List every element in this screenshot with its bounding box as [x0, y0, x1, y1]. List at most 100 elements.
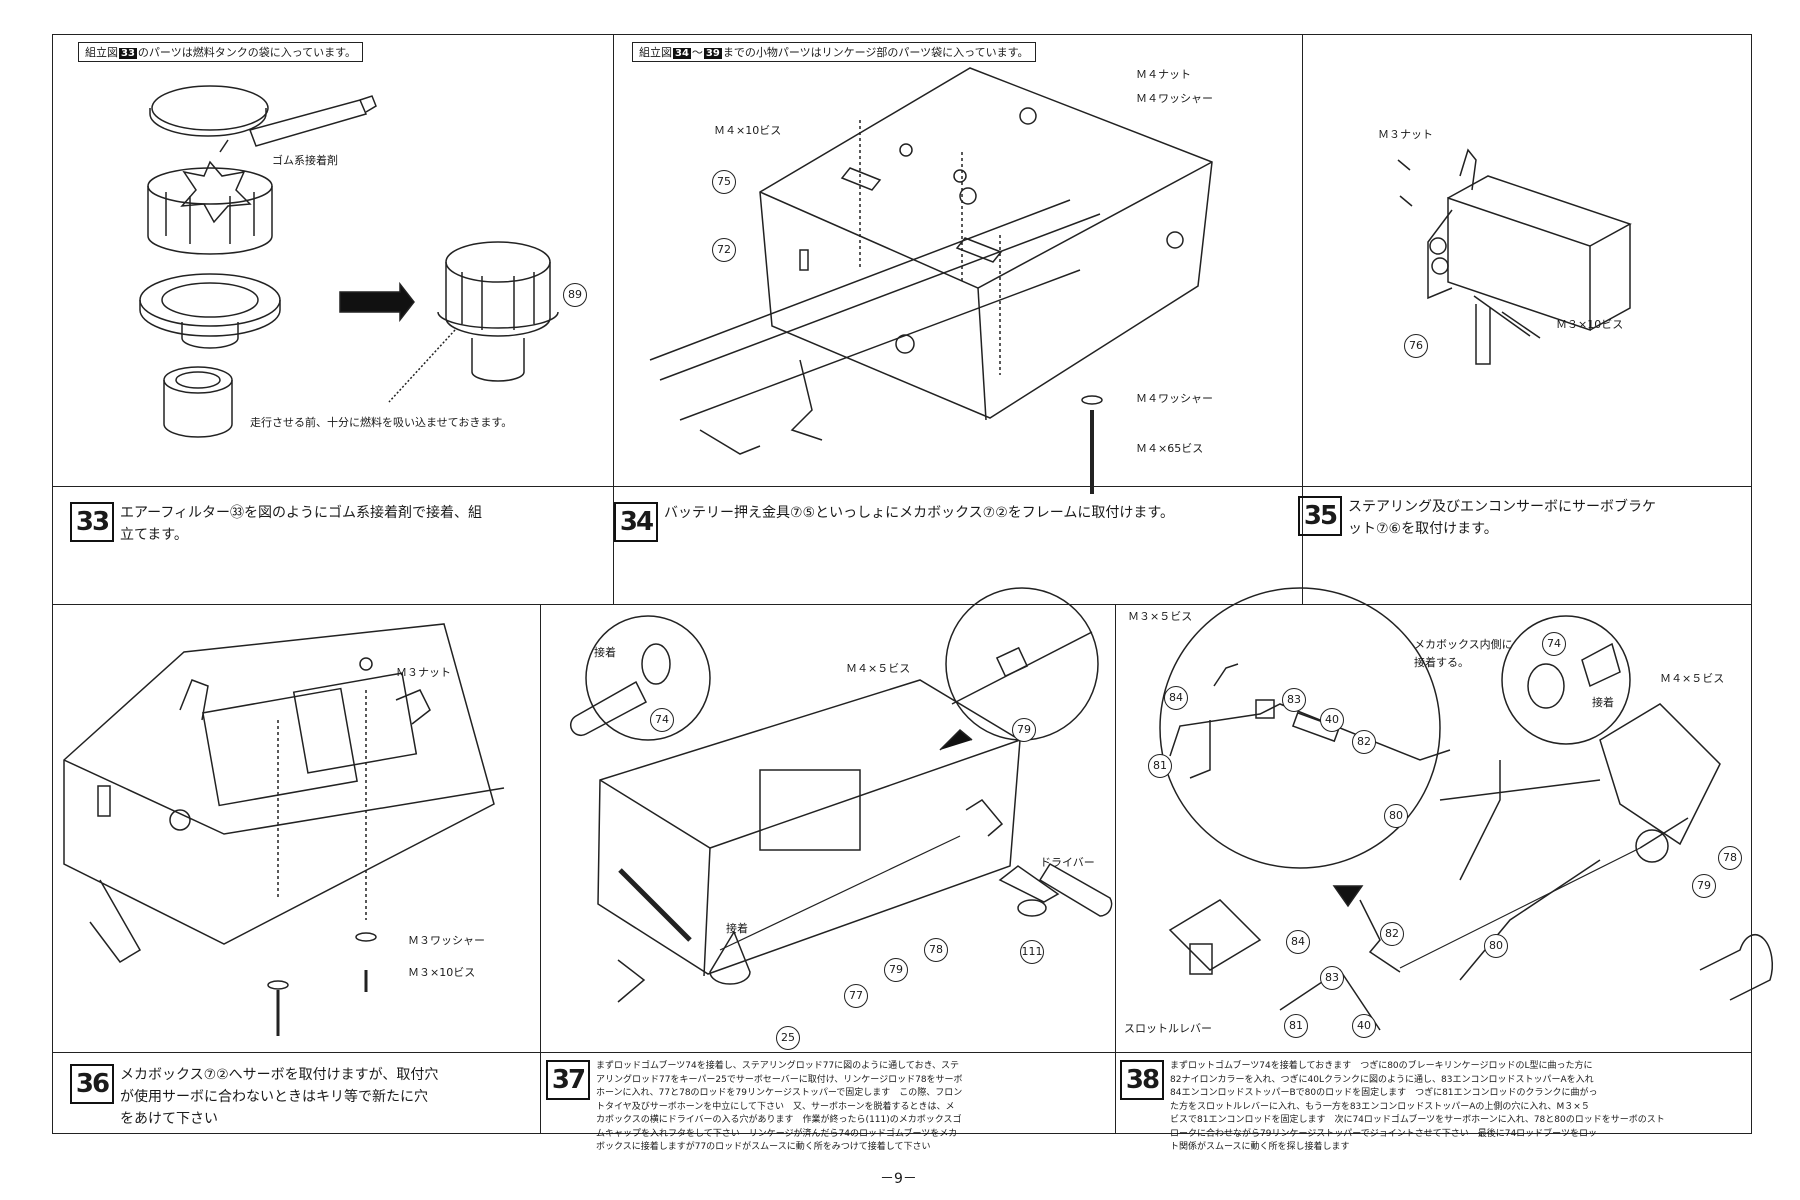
servo-bracket-drawing-35: [1397, 148, 1632, 365]
step-37-line-2: アリングロッド77をキーパー25でサーボセーバーに取付け、リンケージロッド78を…: [596, 1074, 963, 1085]
step-36-number: 36: [70, 1064, 114, 1104]
step-35-text: ステアリング及びエンコンサーボにサーボブラケ ット⑦⑥を取付けます。: [1348, 496, 1656, 540]
step-38-line-3: 84エンコンロッドストッパーBで80のロッドを固定します つぎに81エンコンロッ…: [1170, 1088, 1598, 1098]
row-divider: [52, 604, 1752, 605]
step-37-line-7: ボックスに接着しますが77のロッドがスムースに動く所をみつけて接着して下さい: [596, 1142, 931, 1152]
col-divider-bottom-1: [540, 604, 541, 1134]
step-37-line-5: カボックスの横にドライバーの入る穴があります 作業が終ったら(111)のメカボッ…: [596, 1115, 962, 1125]
part-40-38a: 40: [1320, 708, 1344, 732]
note-33-ref: 33: [119, 48, 137, 59]
note-33-body: のパーツは燃料タンクの袋に入っています。: [137, 46, 357, 59]
label-fuel-note: 走行させる前、十分に燃料を吸い込ませておきます。: [250, 416, 513, 429]
step-38-line-2: 82ナイロンカラーを入れ、つぎに40Lクランクに図のように通し、83エンコンロッ…: [1170, 1074, 1594, 1085]
step-36-text: メカボックス⑦②へサーボを取付けますが、取付穴 が使用サーボに合わないときはキリ…: [120, 1064, 438, 1130]
part-75: 75: [712, 170, 736, 194]
step-38-line-5: ビスで81エンコンロッドを固定します 次に74ロッドゴムブーツをサーボホーンに入…: [1170, 1115, 1665, 1125]
page-number: －9－: [880, 1171, 917, 1187]
air-filter-parts-drawing: [139, 85, 559, 438]
step-35-line-2: ット⑦⑥を取付けます。: [1348, 521, 1498, 537]
note-34-body: までの小物パーツはリンケージ部のパーツ袋に入っています。: [722, 46, 1029, 59]
step-37: 37 まずロッドゴムブーツ74を接着し、ステアリングロッド77に図のように通して…: [546, 1060, 1111, 1152]
step-37-line-4: トタイヤ及びサーボホーンを中立にして下さい 又、サーボホーンを脱着するときは、メ: [596, 1101, 955, 1112]
step-37-text: まずロッドゴムブーツ74を接着し、ステアリングロッド77に図のように通しておき、…: [596, 1060, 963, 1155]
step-33-text: エアーフィルター㉝を図のようにゴム系接着剤で接着、組 立てます。: [120, 502, 482, 546]
part-25: 25: [776, 1026, 800, 1050]
label-glue-38: 接着: [1592, 696, 1614, 709]
part-79-37b: 79: [884, 958, 908, 982]
caption-rule-top: [52, 486, 1752, 487]
part-80-38b: 80: [1484, 934, 1508, 958]
step-37-line-1: まずロッドゴムブーツ74を接着し、ステアリングロッド77に図のように通しておき、…: [596, 1061, 960, 1071]
label-m4-washer-top: Ｍ４ワッシャー: [1136, 92, 1213, 105]
col-divider-bottom-2: [1115, 604, 1116, 1134]
step-35: 35 ステアリング及びエンコンサーボにサーボブラケ ット⑦⑥を取付けます。: [1298, 496, 1748, 556]
step-37-line-3: ホーンに入れ、77と78のロッドを79リンケージストッパーで固定します この際、…: [596, 1088, 963, 1098]
step-38-line-7: ト関係がスムースに動く所を探し接着します: [1170, 1142, 1350, 1152]
part-72: 72: [712, 238, 736, 262]
part-82-38a: 82: [1352, 730, 1376, 754]
part-78-38: 78: [1718, 846, 1742, 870]
caption-rule-bottom: [52, 1052, 1752, 1053]
part-79-38: 79: [1692, 874, 1716, 898]
step-35-number: 35: [1298, 496, 1342, 536]
step-36-line-2: が使用サーボに合わないときはキリ等で新たに穴: [120, 1089, 428, 1105]
part-82-38b: 82: [1380, 922, 1404, 946]
label-m4x5-screw-37: Ｍ４×５ビス: [846, 662, 911, 675]
part-76: 76: [1404, 334, 1428, 358]
part-81-38a: 81: [1148, 754, 1172, 778]
part-111: 111: [1020, 940, 1044, 964]
label-m4x5-screw-38: Ｍ４×５ビス: [1660, 672, 1725, 685]
note-33-prefix: 組立図: [85, 46, 118, 59]
label-glue-inside: 接着する。: [1414, 656, 1469, 669]
label-m4-washer-bottom: Ｍ４ワッシャー: [1136, 392, 1213, 405]
part-79-37a: 79: [1012, 718, 1036, 742]
label-throttle-lever: スロットルレバー: [1124, 1022, 1212, 1035]
part-89: 89: [563, 283, 587, 307]
mech-box-drawing-34: [649, 67, 1213, 494]
label-glue-37b: 接着: [726, 922, 748, 935]
step-34-line-1: バッテリー押え金具⑦⑤といっしょにメカボックス⑦②をフレームに取付けます。: [664, 505, 1174, 521]
step-33: 33 エアーフィルター㉝を図のようにゴム系接着剤で接着、組 立てます。: [70, 502, 590, 562]
step-38-text: まずロットゴムブーツ74を接着しておきます つぎに80のブレーキリンケージロッド…: [1170, 1060, 1665, 1155]
step-35-line-1: ステアリング及びエンコンサーボにサーボブラケ: [1348, 499, 1656, 515]
step-36-line-3: をあけて下さい: [120, 1111, 218, 1127]
part-81-38b: 81: [1284, 1014, 1308, 1038]
note-34-prefix: 組立図: [639, 46, 672, 59]
step-38-line-1: まずロットゴムブーツ74を接着しておきます つぎに80のブレーキリンケージロッド…: [1170, 1061, 1593, 1071]
step-34-text: バッテリー押え金具⑦⑤といっしょにメカボックス⑦②をフレームに取付けます。: [664, 502, 1174, 524]
step-38-line-6: ロークに合わせながら79リンケージストッパーでジョイントさせて下さい 最後に74…: [1170, 1128, 1598, 1139]
col-divider-top-1: [613, 34, 614, 604]
part-78-37: 78: [924, 938, 948, 962]
step-34-number: 34: [614, 502, 658, 542]
mech-box-with-servos-drawing-36: [63, 623, 505, 1036]
label-m3x10-screw-35: Ｍ３×10ビス: [1556, 318, 1624, 331]
step-38-line-4: た方をスロットルレバーに入れ、もう一方を83エンコンロッドストッパーAの上側の穴…: [1170, 1101, 1590, 1112]
part-74-38: 74: [1542, 632, 1566, 656]
part-83-38a: 83: [1282, 688, 1306, 712]
part-40-38b: 40: [1352, 1014, 1376, 1038]
throttle-linkage-drawing-38: [1159, 587, 1773, 1031]
note-34-ref-to: 39: [703, 48, 722, 59]
label-driver: ドライバー: [1040, 856, 1095, 869]
step-38-number: 38: [1120, 1060, 1164, 1100]
label-m3x5-screw: Ｍ３×５ビス: [1128, 610, 1193, 623]
col-divider-top-2: [1302, 34, 1303, 604]
label-m3-nut-35: Ｍ３ナット: [1378, 128, 1433, 141]
label-glue-37a: 接着: [594, 646, 616, 659]
label-inside-mech-box: メカボックス内側に: [1414, 638, 1513, 651]
label-m3x10-screw-36: Ｍ３×10ビス: [408, 966, 476, 979]
label-m4x65-screw: Ｍ４×65ビス: [1136, 442, 1204, 455]
part-83-38b: 83: [1320, 966, 1344, 990]
part-84-38b: 84: [1286, 930, 1310, 954]
label-m4-nut: Ｍ４ナット: [1136, 68, 1191, 81]
part-80-38a: 80: [1384, 804, 1408, 828]
step-36-line-1: メカボックス⑦②へサーボを取付けますが、取付穴: [120, 1067, 439, 1083]
label-m3-nut-36: Ｍ３ナット: [396, 666, 451, 679]
step-37-number: 37: [546, 1060, 590, 1100]
step-33-number: 33: [70, 502, 114, 542]
label-m4x10-screw: Ｍ４×10ビス: [714, 124, 782, 137]
